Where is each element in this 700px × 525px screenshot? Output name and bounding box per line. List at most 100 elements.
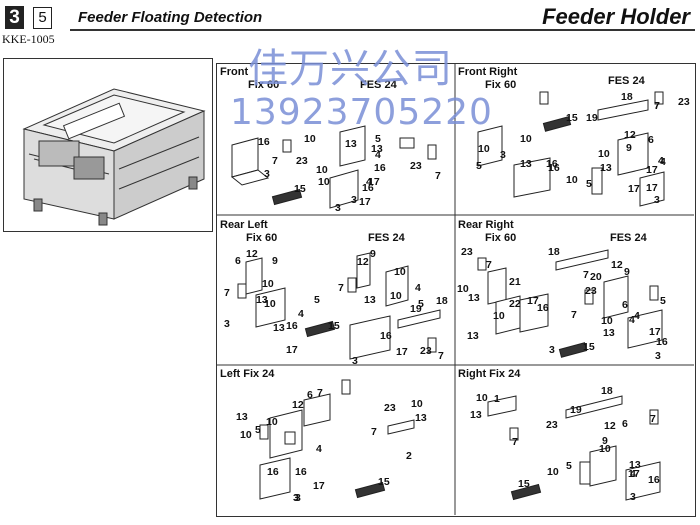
callout-right: 5 (566, 460, 572, 472)
callout-rear-left: 7 (438, 350, 444, 362)
callout-front-right: 6 (648, 134, 654, 146)
callout-rear-right: 13 (603, 327, 615, 339)
callout-rear-left: 5 (418, 298, 424, 310)
callout-left: 6 (307, 389, 313, 401)
callout-front-right: 3 (654, 194, 660, 206)
callout-left: 4 (316, 443, 322, 455)
callout-rear-left: 18 (436, 295, 448, 307)
callout-left: 10 (266, 416, 278, 428)
callout-front-right: 5 (586, 178, 592, 190)
callout-front-right: 9 (626, 142, 632, 154)
callout-rear-right: 10 (601, 315, 613, 327)
panel-title-front-right: Front Right (458, 66, 518, 78)
callout-front: 15 (294, 183, 306, 195)
callout-front-right: 4 (658, 155, 664, 167)
callout-front-right: 17 (628, 183, 640, 195)
callout-rear-right: 23 (461, 246, 473, 258)
callout-left: 5 (255, 424, 261, 436)
callout-rear-right: 12 (611, 259, 623, 271)
callout-front-right: 15 (566, 112, 578, 124)
callout-front-right: 7 (654, 100, 660, 112)
callout-rear-left: 6 (235, 255, 241, 267)
section-number: 3 (5, 6, 24, 29)
callout-rear-right: 22 (509, 298, 521, 310)
callout-front-right: 18 (621, 91, 633, 103)
panel-sub-front-fix: Fix 60 (248, 79, 280, 91)
callout-rear-left: 23 (420, 345, 432, 357)
callout-rear-right: 17 (649, 326, 661, 338)
callout-front-right: 17 (646, 182, 658, 194)
callout-left: 3 (293, 492, 299, 504)
callout-front: 3 (264, 168, 270, 180)
callout-front-right: 13 (600, 162, 612, 174)
callout-rear-right: 7 (571, 309, 577, 321)
callout-left: 3 (295, 492, 301, 504)
callout-front: 4 (375, 149, 381, 161)
callout-rear-left: 17 (396, 346, 408, 358)
panel-title-left: Left Fix 24 (220, 368, 275, 380)
callout-rear-left: 15 (328, 320, 340, 332)
callout-right: 13 (629, 459, 641, 471)
callout-rear-left: 12 (246, 248, 258, 260)
callout-right: 4 (630, 468, 636, 480)
machine-drawing (22, 88, 206, 226)
callout-rear-left: 3 (224, 318, 230, 330)
callout-front: 17 (359, 196, 371, 208)
callout-rear-right: 13 (468, 292, 480, 304)
callout-front: 16 (362, 182, 374, 194)
callout-left: 12 (292, 399, 304, 411)
callout-right: 10 (599, 443, 611, 455)
callout-rear-left: 13 (256, 294, 268, 306)
callout-front-right: 13 (520, 158, 532, 170)
callout-front: 10 (318, 176, 330, 188)
callout-right: 10 (476, 392, 488, 404)
callout-rear-right: 13 (467, 330, 479, 342)
callout-front-right: 19 (586, 112, 598, 124)
callout-rear-left: 5 (314, 294, 320, 306)
callout-right: 7 (512, 436, 518, 448)
callout-right: 3 (630, 491, 636, 503)
callout-front-right: 16 (546, 158, 558, 170)
callout-right: 9 (602, 435, 608, 447)
callout-front-right: 5 (476, 160, 482, 172)
callout-rear-left: 7 (338, 282, 344, 294)
callout-rear-left: 17 (286, 344, 298, 356)
callout-right: 10 (547, 466, 559, 478)
section-title: Feeder Holder (542, 4, 690, 29)
panel-sub-rear-left-fix: Fix 60 (246, 232, 278, 244)
callout-front: 10 (304, 133, 316, 145)
diagram-frame (216, 63, 696, 517)
callout-front-right: 16 (548, 162, 560, 174)
callout-rear-left: 4 (298, 308, 304, 320)
callout-rear-right: 10 (457, 283, 469, 295)
panel-title-front: Front (220, 66, 249, 78)
callout-front: 5 (375, 133, 381, 145)
callout-front: 16 (258, 136, 270, 148)
callout-right: 18 (601, 385, 613, 397)
callout-left: 7 (317, 387, 323, 399)
callout-rear-right: 18 (548, 246, 560, 258)
panel-title-rear-left: Rear Left (220, 219, 268, 231)
callout-front-right: 10 (520, 133, 532, 145)
callout-front: 10 (316, 164, 328, 176)
page-title: Feeder Floating Detection (78, 9, 263, 26)
callout-front-right: 3 (500, 149, 506, 161)
sub-number: 5 (33, 7, 52, 29)
callout-rear-right: 21 (509, 276, 521, 288)
callout-left: 13 (236, 411, 248, 423)
callout-front: 7 (435, 170, 441, 182)
callout-rear-right: 16 (656, 336, 668, 348)
panel-sub-rear-right-fix: Fix 60 (485, 232, 517, 244)
callout-rear-right: 17 (527, 295, 539, 307)
header-rule (70, 29, 695, 31)
callout-right: 12 (604, 420, 616, 432)
callout-rear-left: 10 (262, 278, 274, 290)
callout-left: 13 (415, 412, 427, 424)
callout-rear-right: 3 (549, 344, 555, 356)
callout-front: 13 (371, 143, 383, 155)
callout-left: 10 (240, 429, 252, 441)
panel-sub-rear-left-fes: FES 24 (368, 232, 405, 244)
callout-left: 17 (313, 480, 325, 492)
